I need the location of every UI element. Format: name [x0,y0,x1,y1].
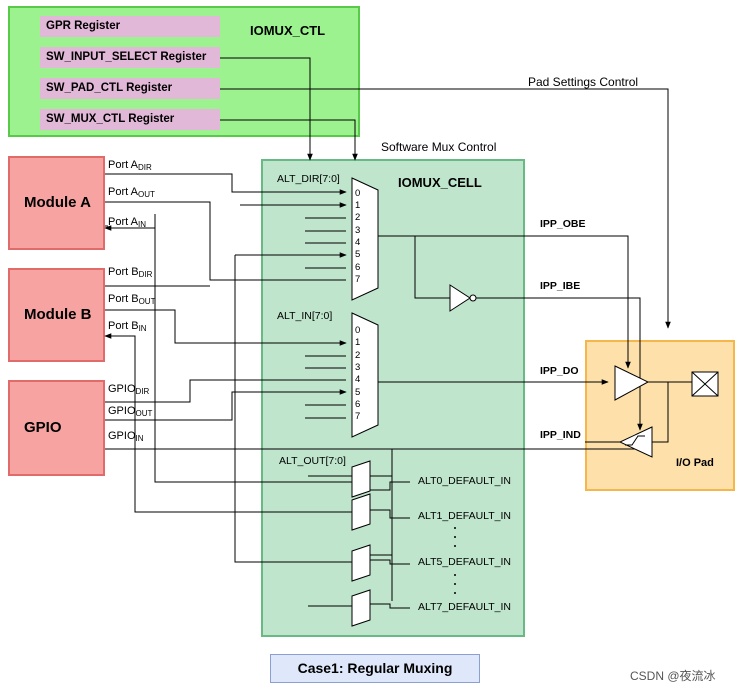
gpio-dir-label: GPIODIR [108,383,150,396]
alt-dir-label: ALT_DIR[7:0] [277,173,340,185]
ipp-do-label: IPP_DO [540,365,579,377]
port-b-out-label: Port BOUT [108,293,156,306]
watermark: CSDN @夜流冰 [630,669,716,683]
mux2-input-0: 0 [355,325,361,336]
io-pad-label: I/O Pad [676,457,714,469]
io-pad-block [585,340,735,491]
mux1-input-5: 5 [355,249,361,260]
port-a-in-label: Port AIN [108,216,146,229]
iomux-cell-block [261,159,525,637]
ipp-ibe-label: IPP_IBE [540,280,581,292]
sw-input-select-register: SW_INPUT_SELECT Register [40,47,220,68]
port-a-out-label: Port AOUT [108,186,155,199]
ipp-ind-label: IPP_IND [540,429,581,441]
mux2-input-6: 6 [355,399,361,410]
alt-out-label: ALT_OUT[7:0] [279,455,346,467]
gpio-out-label: GPIOOUT [108,405,153,418]
software-mux-control-label: Software Mux Control [381,140,497,154]
wire-pad-ctl [220,88,671,329]
alt-in-label: ALT_IN[7:0] [277,310,333,322]
mux1-input-6: 6 [355,262,361,273]
sw-pad-ctl-register: SW_PAD_CTL Register [40,78,220,99]
iomux-cell-title: IOMUX_CELL [398,175,482,190]
mux1-input-4: 4 [355,237,361,248]
alt0-default-in-label: ALT0_DEFAULT_IN [418,475,511,487]
mux2-input-4: 4 [355,374,361,385]
iomux-ctl-title: IOMUX_CTL [250,23,326,38]
mux1-input-0: 0 [355,188,361,199]
sw-mux-ctl-register: SW_MUX_CTL Register [40,109,220,130]
pad-settings-control-label: Pad Settings Control [528,75,639,89]
case-caption: Case1: Regular Muxing [270,654,480,683]
alt1-default-in-label: ALT1_DEFAULT_IN [418,510,511,522]
wire-input-select [220,57,313,161]
port-a-dir-label: Port ADIR [108,159,152,172]
module-gpio: GPIO [8,380,105,476]
mux1-input-1: 1 [355,200,361,211]
gpr-register: GPR Register [40,16,220,37]
port-b-dir-label: Port BDIR [108,266,153,279]
mux1-input-7: 7 [355,274,361,285]
gpio-in-label: GPIOIN [108,430,144,443]
mux1-input-3: 3 [355,225,361,236]
module-b: Module B [8,268,105,362]
mux2-input-1: 1 [355,337,361,348]
alt5-default-in-label: ALT5_DEFAULT_IN [418,556,511,568]
port-b-in-label: Port BIN [108,320,147,333]
alt7-default-in-label: ALT7_DEFAULT_IN [418,601,511,613]
mux2-input-7: 7 [355,411,361,422]
mux2-input-3: 3 [355,362,361,373]
mux2-input-5: 5 [355,387,361,398]
module-a: Module A [8,156,105,250]
mux2-input-2: 2 [355,350,361,361]
mux1-input-2: 2 [355,212,361,223]
wire-mux-ctl [220,119,358,161]
ipp-obe-label: IPP_OBE [540,218,586,230]
